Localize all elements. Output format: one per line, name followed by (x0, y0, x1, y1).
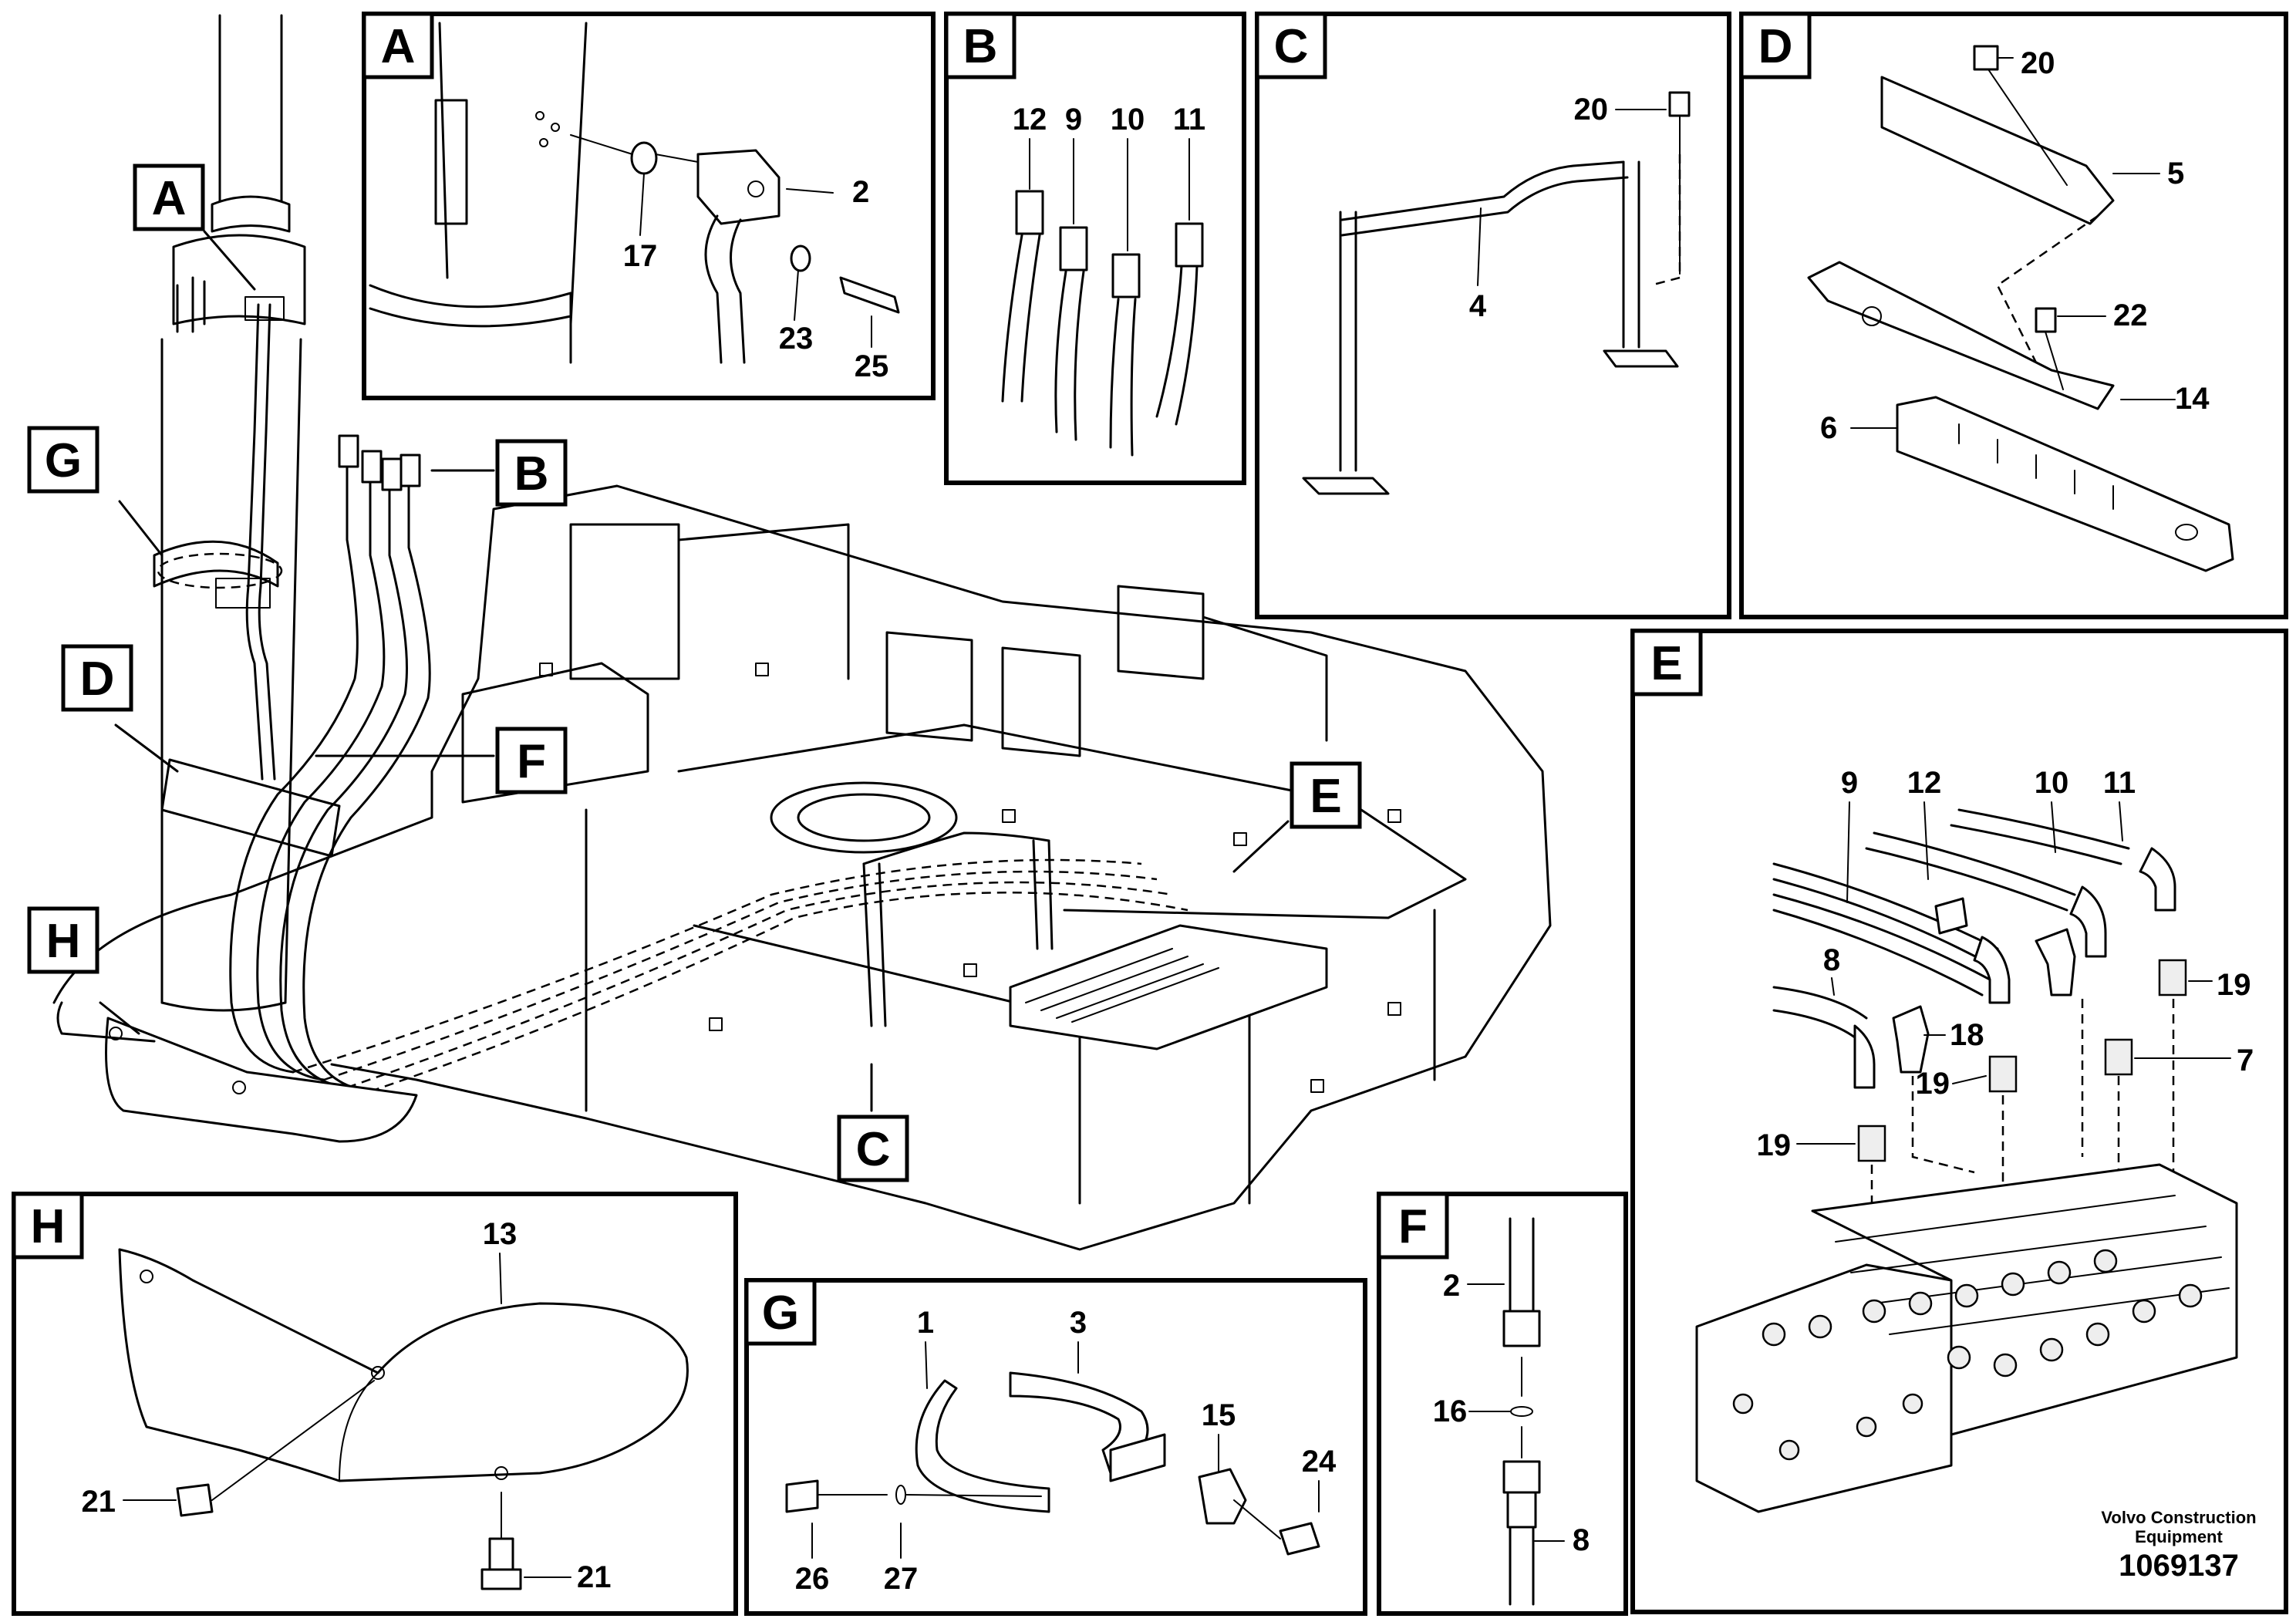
part-number: 8 (1573, 1523, 1590, 1557)
part-number: 21 (82, 1485, 116, 1519)
panel-label: D (1758, 20, 1793, 73)
panel-label: H (31, 1200, 66, 1253)
main-assembly-drawing (52, 14, 1552, 1251)
part-number: 2 (852, 175, 869, 209)
part-number: 18 (1950, 1018, 1984, 1052)
main-callout-G[interactable]: G (27, 426, 99, 494)
part-number: 27 (884, 1562, 919, 1596)
callout-label: G (45, 434, 82, 487)
part-number: 25 (855, 349, 889, 383)
part-number: 4 (1469, 289, 1487, 323)
part-number: 14 (2175, 382, 2210, 416)
main-callout-E[interactable]: E (1290, 761, 1362, 829)
panel-label: F (1398, 1200, 1428, 1253)
part-number: 19 (2217, 968, 2251, 1002)
detail-panel-G: G 1 3 15 24 26 27 (744, 1278, 1367, 1616)
part-number: 20 (2021, 46, 2055, 80)
callout-label: C (856, 1123, 891, 1176)
detail-panel-E: E 9 12 10 11 8 19 18 19 7 19 (1630, 629, 2288, 1614)
part-number: 9 (1065, 103, 1082, 137)
part-number: 19 (1757, 1128, 1792, 1162)
valve-ports (1732, 1249, 2203, 1461)
detail-panel-F: F 2 16 8 (1377, 1192, 1628, 1616)
part-number: 26 (795, 1562, 830, 1596)
callout-label: A (152, 172, 187, 225)
part-number: 5 (2167, 157, 2184, 191)
part-number: 21 (577, 1560, 612, 1594)
detail-panel-B: B 12 9 10 11 (944, 12, 1246, 485)
panel-label: G (762, 1286, 799, 1340)
part-number: 3 (1070, 1306, 1087, 1340)
part-number: 2 (1443, 1269, 1460, 1303)
part-number: 23 (779, 322, 814, 356)
part-number: 7 (2237, 1044, 2254, 1077)
callout-label: B (514, 447, 549, 501)
part-number: 11 (2103, 766, 2136, 800)
callout-label: E (1310, 770, 1341, 823)
panel-label: A (381, 20, 416, 73)
main-callout-D[interactable]: D (61, 644, 133, 712)
main-callout-C[interactable]: C (837, 1114, 909, 1182)
panel-label: C (1274, 20, 1309, 73)
panel-label: B (963, 20, 998, 73)
frame-studs (539, 663, 1401, 1093)
part-number: 22 (2113, 298, 2148, 332)
detail-panel-A: A 17 2 23 25 (362, 12, 936, 400)
part-number: 11 (1173, 103, 1205, 137)
brand-line-2: Equipment (2135, 1527, 2223, 1546)
detail-panel-C: C 20 4 (1255, 12, 1731, 619)
main-callout-B[interactable]: B (495, 439, 568, 507)
part-number: 12 (1907, 766, 1942, 800)
part-number: 10 (2035, 766, 2069, 800)
part-number: 17 (623, 239, 658, 273)
main-callout-F[interactable]: F (495, 727, 568, 794)
callout-label: H (46, 915, 81, 968)
detail-panel-H: H 13 21 21 (12, 1192, 738, 1616)
detail-panel-D: D 20 5 22 14 6 (1739, 12, 2288, 619)
part-number: 13 (483, 1217, 518, 1251)
main-callout-A[interactable]: A (133, 164, 205, 231)
part-number: 10 (1111, 103, 1145, 137)
callout-label: F (517, 735, 546, 788)
part-number: 6 (1820, 411, 1837, 445)
part-number: 9 (1841, 766, 1858, 800)
part-number: 20 (1574, 93, 1609, 126)
part-number: 19 (1916, 1067, 1950, 1101)
part-number: 16 (1433, 1394, 1468, 1428)
brand-line-1: Volvo Construction (2101, 1508, 2256, 1527)
part-number: 12 (1013, 103, 1047, 137)
part-number: 1 (917, 1306, 934, 1340)
main-callout-H[interactable]: H (27, 906, 99, 974)
part-number: 15 (1202, 1398, 1236, 1432)
callout-label: D (80, 653, 115, 706)
drawing-number: 1069137 (2119, 1549, 2239, 1583)
panel-label: E (1650, 637, 1682, 690)
part-number: 24 (1302, 1445, 1337, 1479)
part-number: 8 (1823, 943, 1840, 977)
